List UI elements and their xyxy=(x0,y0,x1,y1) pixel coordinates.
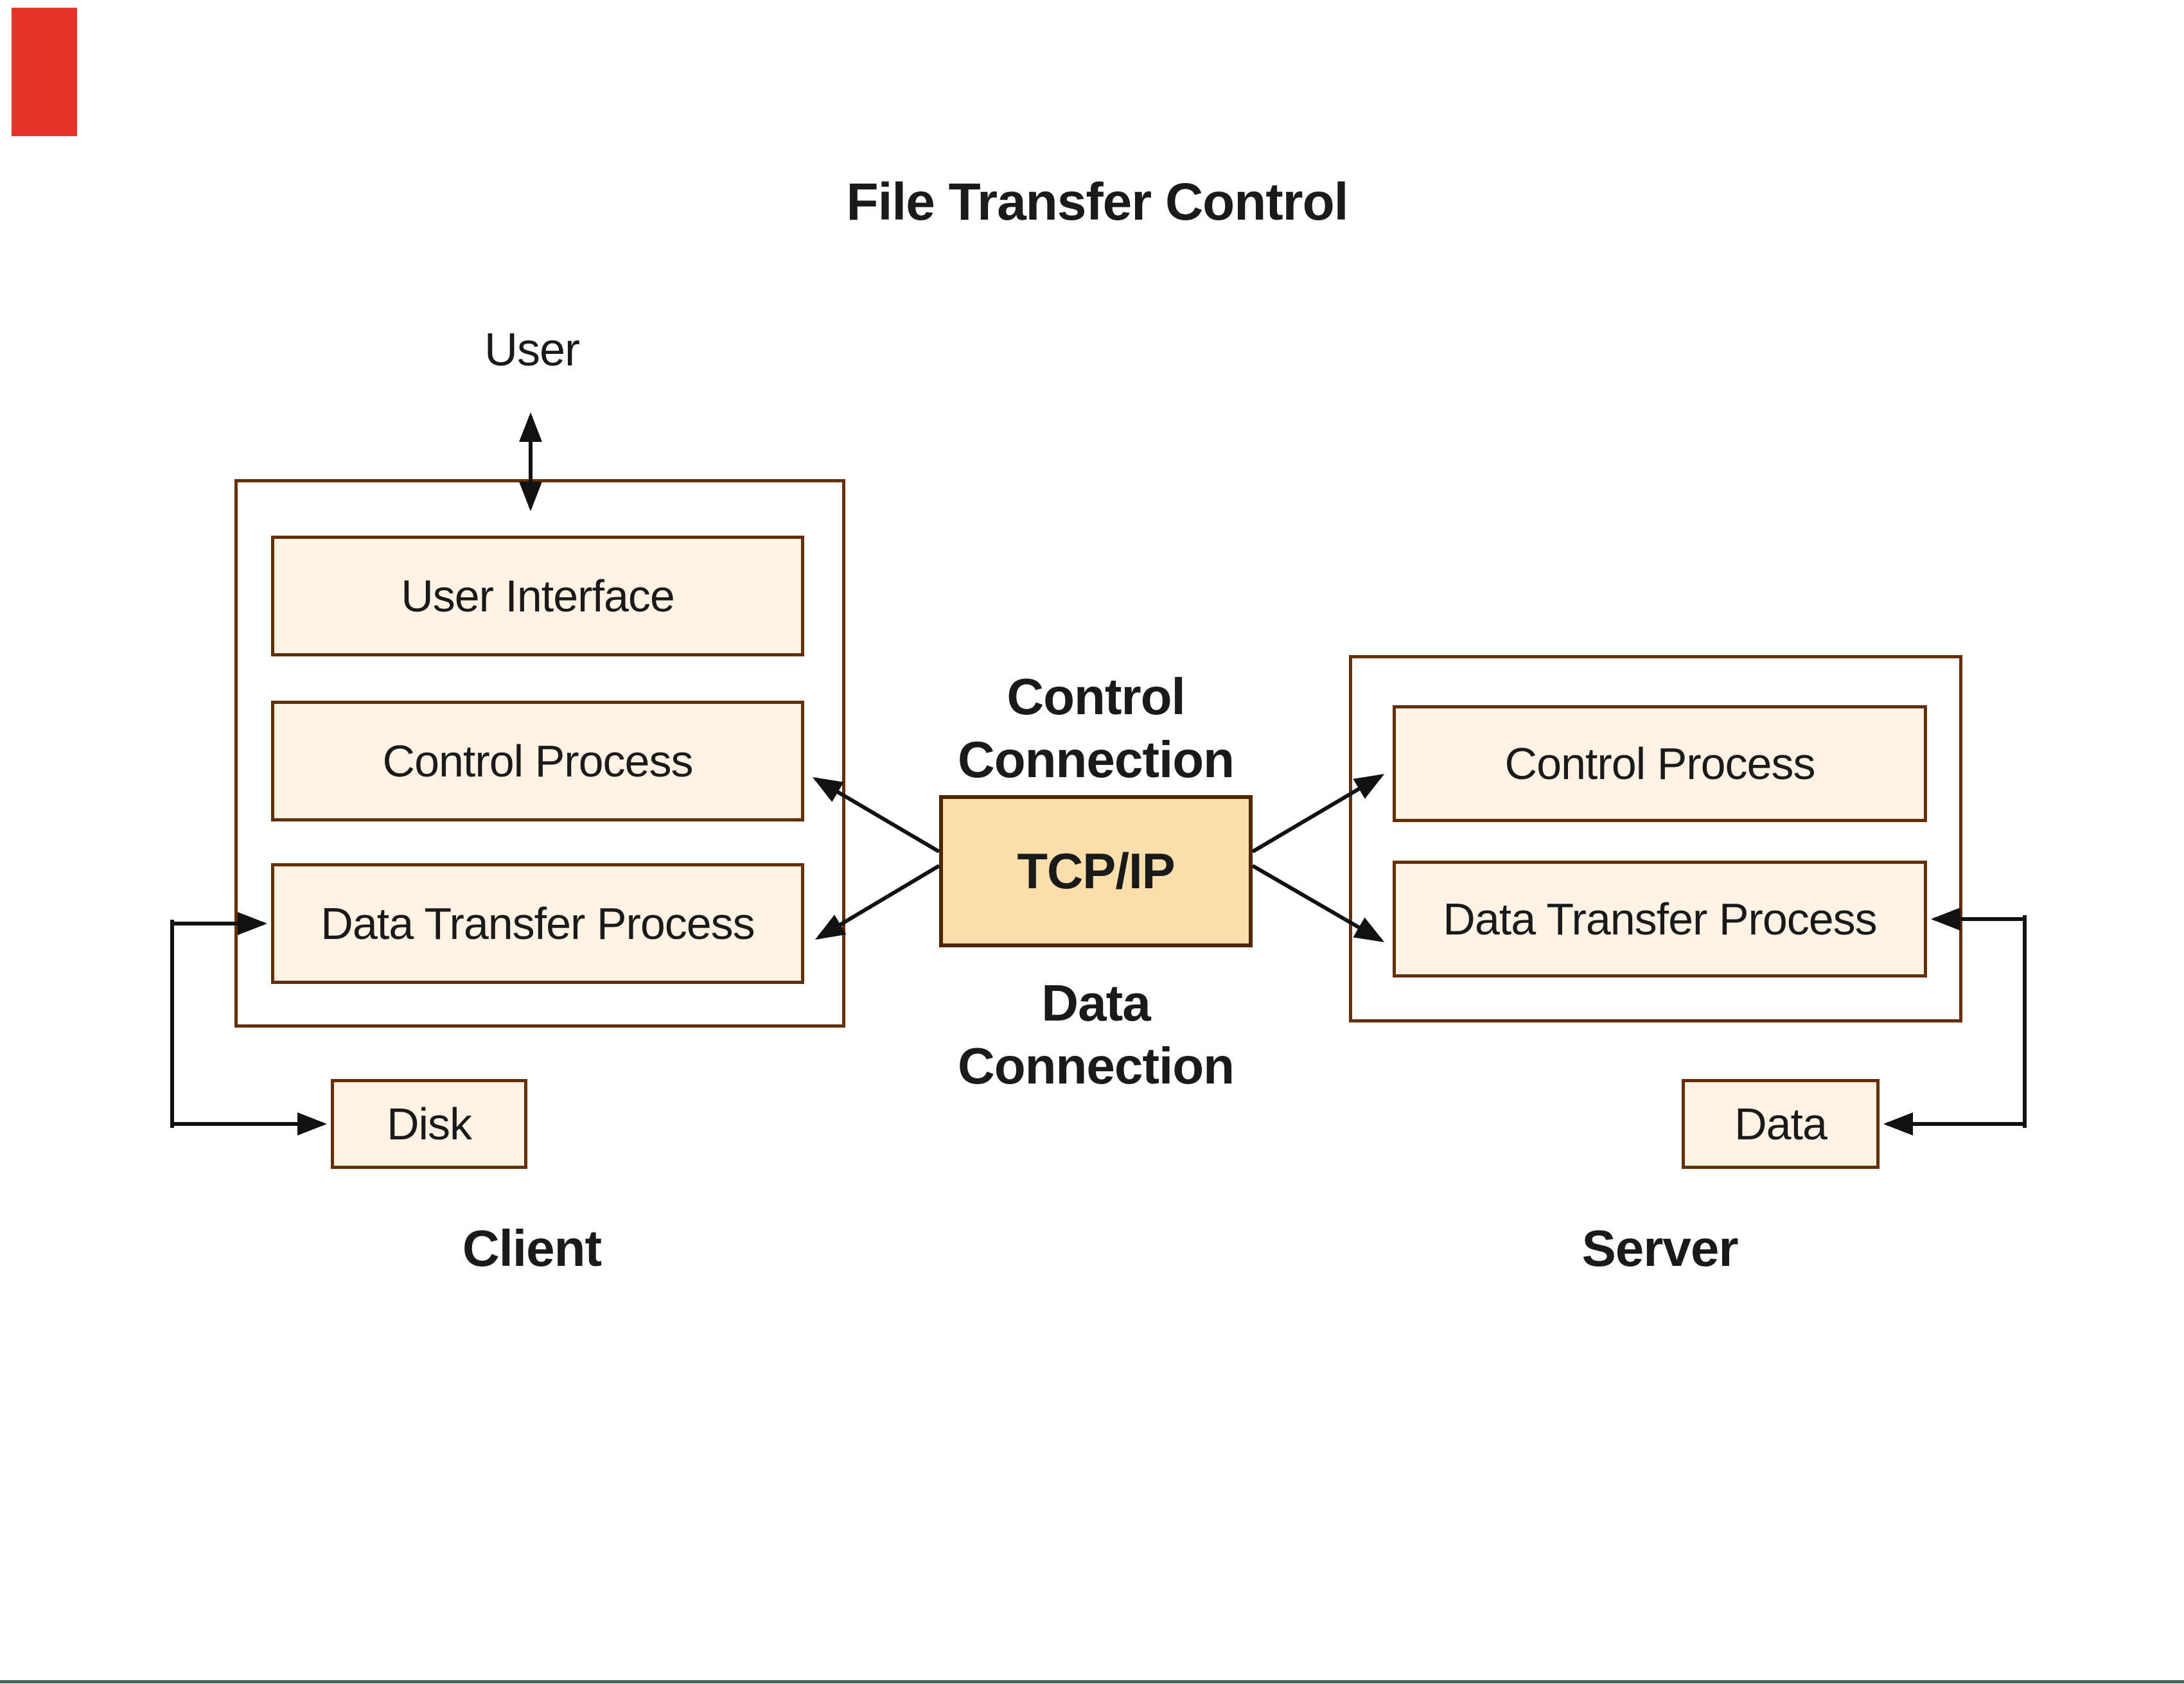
client-control-process-box: Control Process xyxy=(271,701,804,821)
client-control-process-label: Control Process xyxy=(382,736,694,786)
server-data-transfer-process-label: Data Transfer Process xyxy=(1443,894,1877,944)
bottom-edge-line xyxy=(0,1680,2184,1683)
client-user-interface-box: User Interface xyxy=(271,536,804,656)
client-user-interface-label: User Interface xyxy=(401,571,675,621)
tcpip-label: TCP/IP xyxy=(1017,843,1175,899)
server-caption: Server xyxy=(1581,1220,1738,1277)
server-control-process-box: Control Process xyxy=(1393,705,1927,822)
disk-label: Disk xyxy=(386,1099,472,1149)
data-label: Data xyxy=(1734,1099,1827,1149)
server-data-transfer-process-box: Data Transfer Process xyxy=(1393,861,1927,978)
client-data-transfer-process-box: Data Transfer Process xyxy=(271,863,804,984)
tcpip-box: TCP/IP xyxy=(939,795,1253,947)
control-connection-label: Control Connection xyxy=(958,668,1235,788)
diagram-title: File Transfer Control xyxy=(846,173,1349,231)
red-corner-marker xyxy=(12,8,77,136)
client-caption: Client xyxy=(462,1220,602,1277)
disk-box: Disk xyxy=(331,1079,527,1169)
data-box: Data xyxy=(1682,1079,1880,1169)
user-label: User xyxy=(484,324,580,376)
server-control-process-label: Control Process xyxy=(1504,739,1816,789)
client-data-transfer-process-label: Data Transfer Process xyxy=(321,899,755,949)
data-connection-label: Data Connection xyxy=(958,974,1235,1094)
